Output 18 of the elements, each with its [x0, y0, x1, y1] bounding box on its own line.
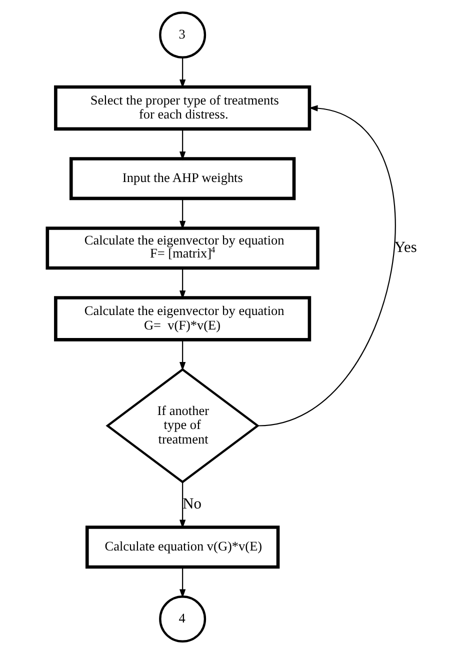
- node-box: Select the proper type of treatments for each distress.: [54, 85, 312, 131]
- arrow: [179, 567, 186, 598]
- arrow: [258, 105, 396, 426]
- edge-label: No: [182, 496, 202, 513]
- node-circle: 4: [159, 596, 206, 642]
- node-box: Input the AHP weights: [69, 157, 296, 200]
- node-box: Calculate the eigenvector by equation G= v(F)*v(E): [54, 296, 312, 342]
- node-box: Calculate the eigenvector by equation F= [matrix]$^{4}$: [46, 226, 320, 270]
- arrow: [179, 57, 186, 88]
- edge-label: Yes: [394, 239, 417, 256]
- node-box: Calculate equation v(G)*v(E): [85, 526, 280, 569]
- arrow: [179, 129, 186, 160]
- arrow: [179, 268, 186, 300]
- arrow: [179, 340, 186, 371]
- arrow: [179, 482, 186, 529]
- node-diamond: If another type of treatment: [106, 368, 260, 484]
- arrow: [179, 198, 186, 230]
- node-circle: 3: [159, 12, 206, 58]
